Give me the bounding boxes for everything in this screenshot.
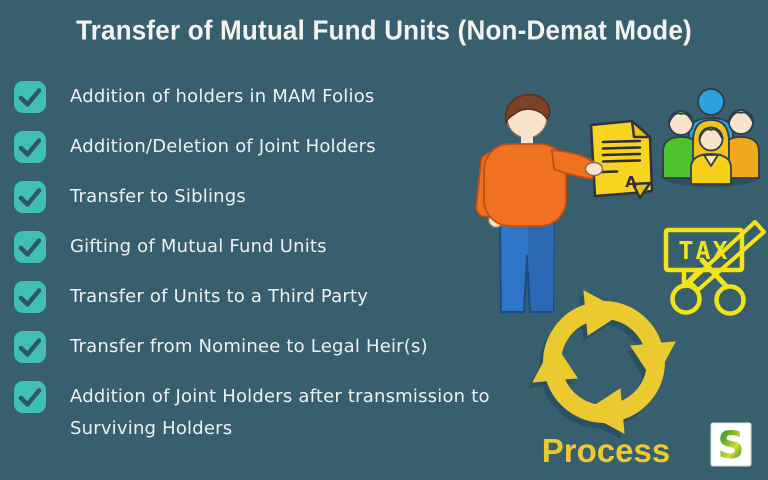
checklist-item: Addition of Joint Holders after transmis… — [14, 381, 510, 445]
process-cycle-icon — [526, 286, 682, 442]
checklist-item-label: Gifting of Mutual Fund Units — [70, 236, 327, 257]
person-head — [504, 93, 551, 146]
checklist-item-label: Transfer of Units to a Third Party — [70, 286, 369, 307]
logo-letter: S — [718, 424, 745, 467]
checklist-item: Transfer from Nominee to Legal Heir(s) — [14, 331, 510, 363]
person-hair — [504, 93, 551, 124]
checklist-item: Gifting of Mutual Fund Units — [14, 231, 510, 263]
person-legs — [499, 221, 555, 313]
checkmark-icon — [18, 88, 42, 107]
checklist-item: Addition of holders in MAM Folios — [14, 81, 510, 113]
checkbox-checked-icon — [14, 181, 46, 213]
checkbox-checked-icon — [14, 81, 46, 113]
checkbox-checked-icon — [14, 281, 46, 313]
checkbox-checked-icon — [14, 131, 46, 163]
checkmark-icon — [18, 238, 42, 257]
checkmark-icon — [18, 338, 42, 357]
checklist-item-label: Addition of Joint Holders after transmis… — [70, 386, 490, 439]
document-letter: A — [625, 173, 637, 191]
checklist: Addition of holders in MAM Folios Additi… — [14, 81, 510, 463]
checklist-item-label: Transfer to Siblings — [70, 186, 246, 207]
checkmark-icon — [18, 138, 42, 157]
checklist-item-label: Addition/Deletion of Joint Holders — [70, 136, 376, 157]
checkmark-icon — [18, 188, 42, 207]
checklist-item: Addition/Deletion of Joint Holders — [14, 131, 510, 163]
checklist-item: Transfer of Units to a Third Party — [14, 281, 510, 313]
process-label: Process — [541, 432, 671, 469]
tax-scissors-icon: TAX — [663, 220, 766, 316]
checklist-item-label: Addition of holders in MAM Folios — [70, 86, 375, 107]
company-logo: S — [710, 422, 752, 467]
person-figure — [475, 93, 604, 313]
person-body — [475, 143, 604, 229]
checkbox-checked-icon — [14, 331, 46, 363]
checklist-item: Transfer to Siblings — [14, 181, 510, 213]
document-icon: A — [589, 119, 654, 200]
page-title: Transfer of Mutual Fund Units (Non-Demat… — [76, 14, 692, 46]
checkmark-icon — [18, 288, 42, 307]
person-hand — [584, 161, 604, 177]
checkbox-checked-icon — [14, 381, 46, 413]
people-group-icon — [661, 88, 761, 187]
man-holding-document-illustration: A — [475, 93, 654, 313]
checkmark-icon — [18, 388, 42, 407]
checkbox-checked-icon — [14, 231, 46, 263]
tax-label: TAX — [678, 236, 729, 265]
checklist-item-label: Transfer from Nominee to Legal Heir(s) — [70, 336, 428, 357]
